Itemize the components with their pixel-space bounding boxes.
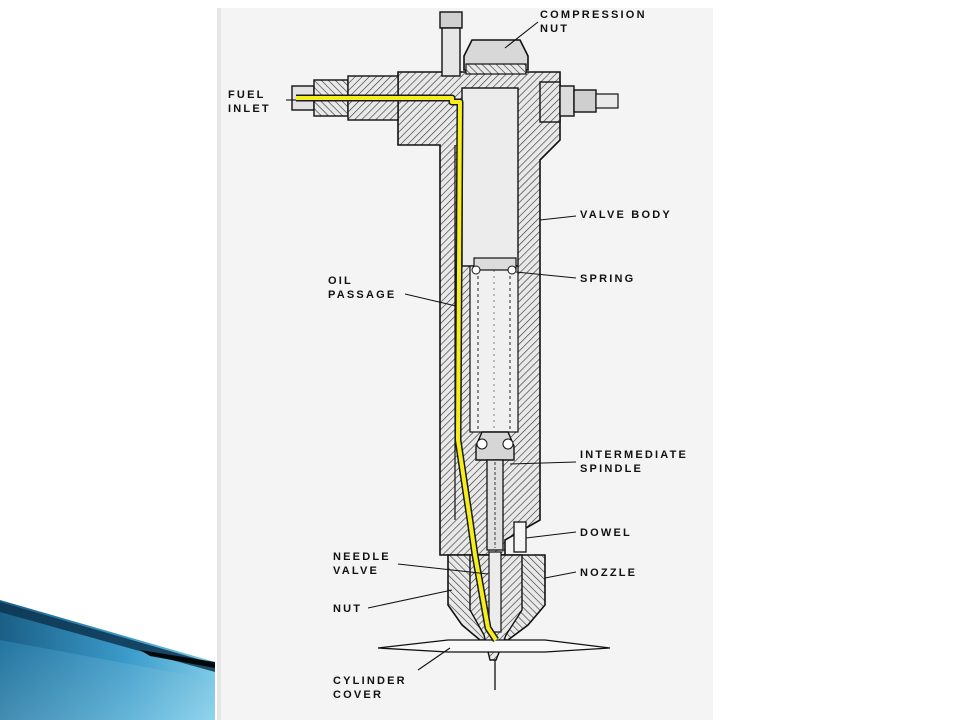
svg-text:INTERMEDIATE: INTERMEDIATE [580, 449, 688, 461]
svg-text:PASSAGE: PASSAGE [328, 289, 396, 301]
svg-text:CYLINDER: CYLINDER [333, 675, 407, 687]
label-intermediate-spindle-line2: SPINDLE [580, 463, 643, 475]
svg-text:NUT: NUT [540, 23, 569, 35]
label-oil-passage-line1: OIL [328, 275, 353, 287]
leader-lines [286, 21, 577, 671]
svg-text:DOWEL: DOWEL [580, 527, 632, 539]
svg-text:SPINDLE: SPINDLE [580, 463, 643, 475]
label-oil-passage-line2: PASSAGE [328, 289, 396, 301]
part-labels: COMPRESSION NUT FUEL INLET VALVE BODY SP… [228, 9, 688, 701]
label-compression-nut-line1: COMPRESSION [540, 9, 647, 21]
label-dowel: DOWEL [580, 527, 632, 539]
label-intermediate-spindle-line1: INTERMEDIATE [580, 449, 688, 461]
slide-corner-decoration [0, 600, 215, 720]
svg-text:COVER: COVER [333, 689, 383, 701]
label-nut: NUT [333, 603, 362, 615]
label-valve-body: VALVE BODY [580, 209, 672, 221]
svg-text:NUT: NUT [333, 603, 362, 615]
intermediate-spindle [475, 431, 515, 551]
svg-text:COMPRESSION: COMPRESSION [540, 9, 647, 21]
svg-text:VALVE: VALVE [333, 565, 379, 577]
label-cylinder-cover-line1: CYLINDER [333, 675, 407, 687]
compression-nut [463, 39, 529, 75]
label-nozzle: NOZZLE [580, 567, 637, 579]
svg-text:OIL: OIL [328, 275, 353, 287]
label-needle-valve-line1: NEEDLE [333, 551, 391, 563]
svg-text:VALVE BODY: VALVE BODY [580, 209, 672, 221]
svg-text:INLET: INLET [228, 103, 271, 115]
svg-text:NOZZLE: NOZZLE [580, 567, 637, 579]
svg-text:FUEL: FUEL [228, 89, 266, 101]
svg-text:SPRING: SPRING [580, 273, 635, 285]
fuel-path [296, 94, 499, 642]
top-stud [439, 11, 463, 77]
label-fuel-inlet-line2: INLET [228, 103, 271, 115]
valve-body [397, 71, 561, 556]
svg-text:NEEDLE: NEEDLE [333, 551, 391, 563]
cylinder-cover [377, 639, 611, 690]
label-spring: SPRING [580, 273, 635, 285]
label-compression-nut-line2: NUT [540, 23, 569, 35]
leak-off-fitting [539, 81, 619, 123]
dowel [513, 521, 527, 553]
label-cylinder-cover-line2: COVER [333, 689, 383, 701]
label-fuel-inlet-line1: FUEL [228, 89, 266, 101]
label-needle-valve-line2: VALVE [333, 565, 379, 577]
